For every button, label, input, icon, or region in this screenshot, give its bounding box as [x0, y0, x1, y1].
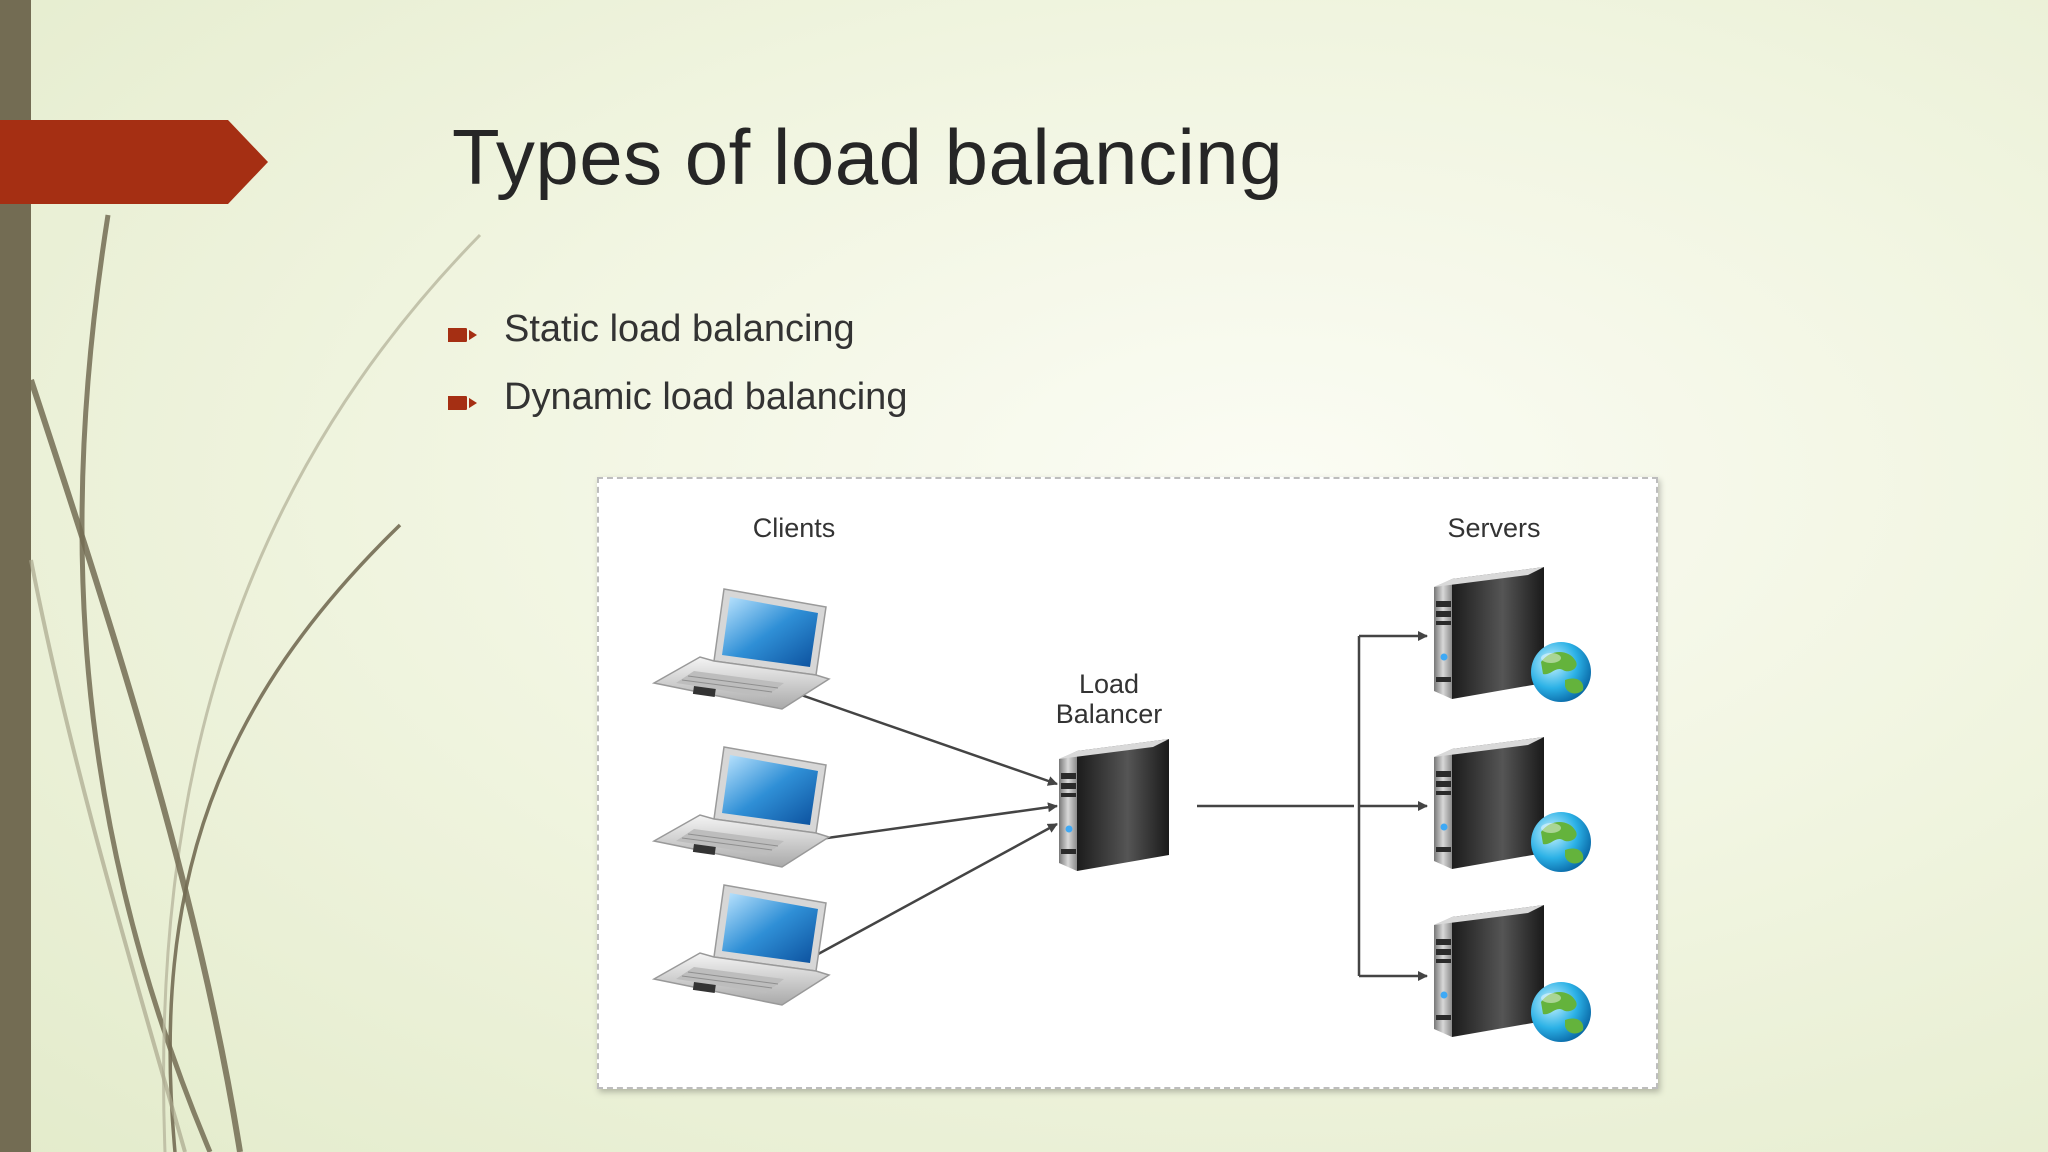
title-ribbon-arrow [0, 120, 268, 204]
client-connector [783, 687, 1058, 786]
load-balancing-diagram: Clients Servers Load Balancer [597, 477, 1658, 1089]
laptop-icon [653, 588, 830, 710]
server-tower-icon [1059, 739, 1169, 871]
laptop-icon [653, 746, 830, 868]
bullet-list: Static load balancing Dynamic load balan… [448, 304, 1348, 440]
globe-icon [1531, 642, 1591, 702]
bullet-text: Static load balancing [504, 308, 855, 350]
bullet-item: Dynamic load balancing [448, 372, 1348, 440]
server-tower-icon [1434, 567, 1544, 699]
clients-label: Clients [752, 513, 836, 543]
decorative-curves [28, 214, 482, 1152]
arrow-bullet-icon [448, 396, 477, 410]
client-connector [783, 802, 1058, 846]
globe-icon [1531, 812, 1591, 872]
slide-title: Types of load balancing [452, 113, 1284, 201]
bullet-text: Dynamic load balancing [504, 376, 908, 418]
bullet-item: Static load balancing [448, 304, 1348, 372]
servers-label: Servers [1447, 513, 1541, 543]
diagram-graphics [653, 567, 1591, 1042]
server-tower-icon [1434, 905, 1544, 1037]
globe-icon [1531, 982, 1591, 1042]
load-balancer-label: Load Balancer [1055, 669, 1163, 729]
arrow-bullet-icon [448, 328, 477, 342]
server-tower-icon [1434, 737, 1544, 869]
laptop-icon [653, 884, 830, 1006]
client-connector [808, 822, 1058, 961]
